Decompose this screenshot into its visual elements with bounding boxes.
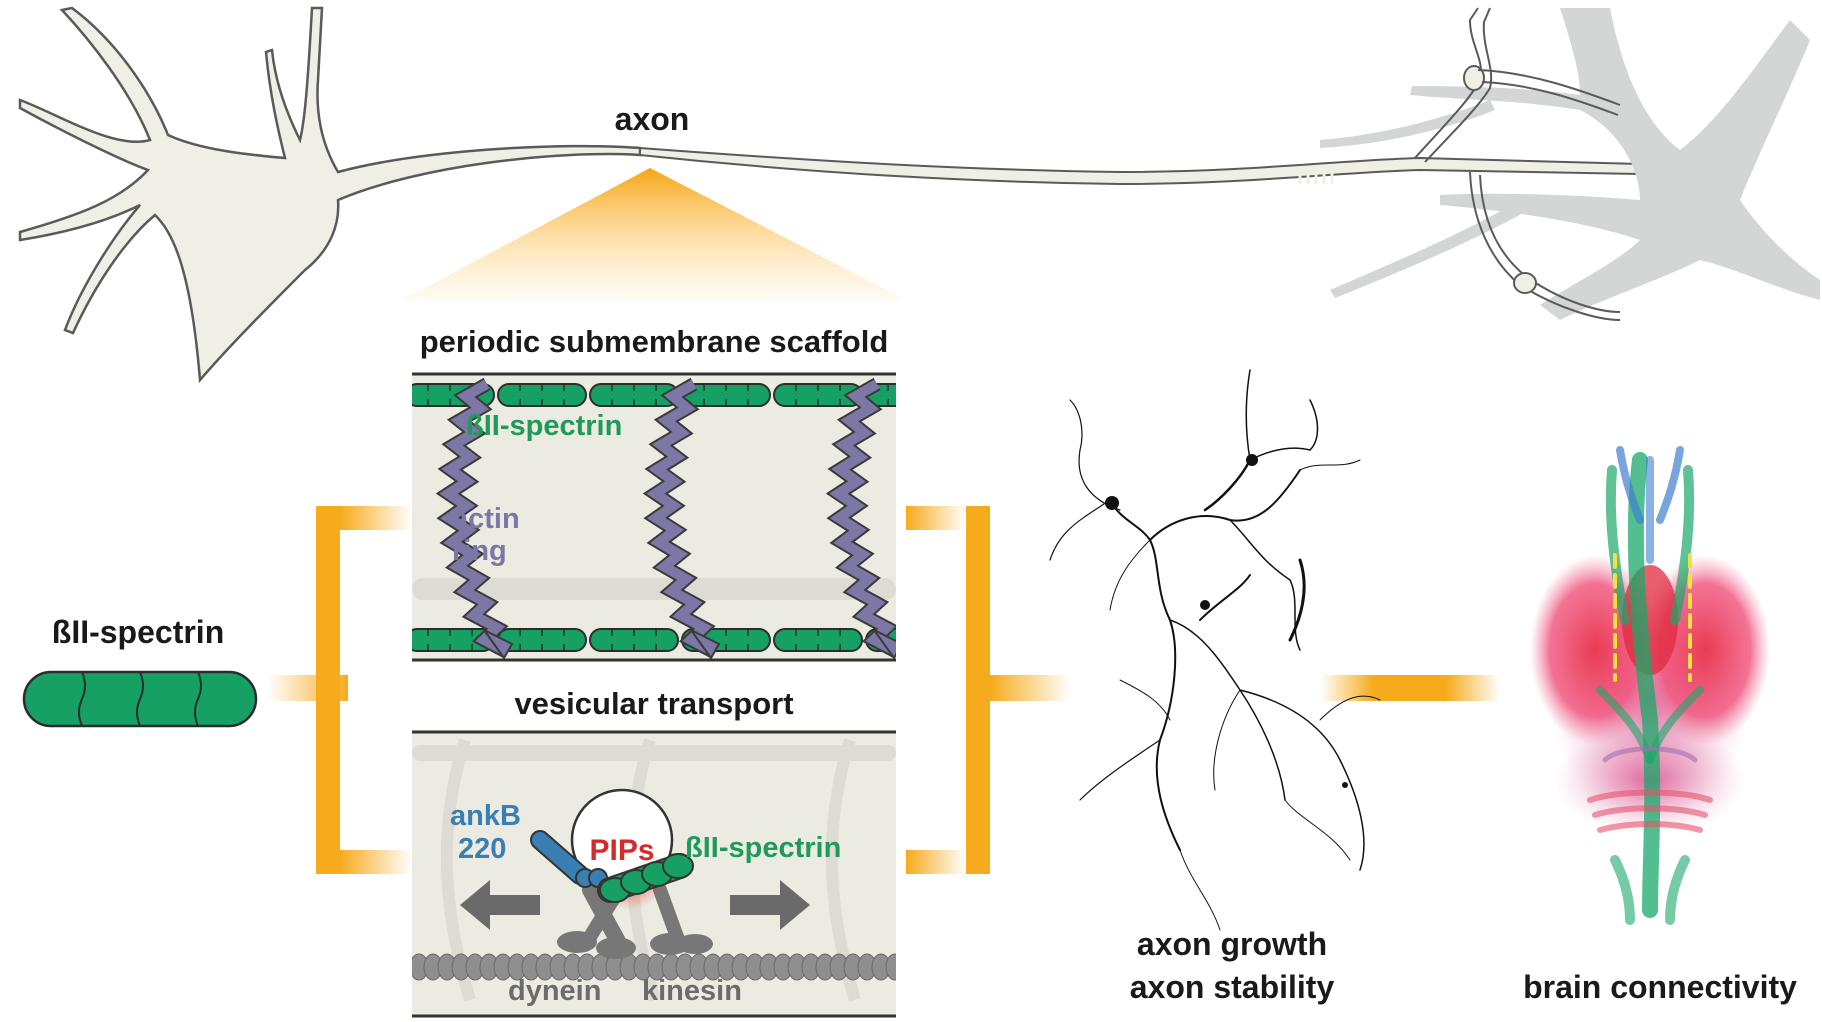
axon-shaft — [639, 146, 1665, 186]
label-actin-line2: ring — [452, 535, 507, 567]
target-neuron-body — [1410, 8, 1820, 320]
axon-growth-image — [1049, 369, 1381, 931]
arrow-left-icon — [460, 880, 540, 930]
connector-left — [268, 506, 412, 874]
axon-growth-cellbodies — [1105, 454, 1348, 788]
actin-filament — [829, 379, 896, 657]
microtubule — [412, 953, 896, 981]
label-actin-line1: actin — [452, 503, 520, 535]
brain-connectivity-image — [1530, 446, 1770, 925]
spectrin-molecule-icon — [22, 670, 258, 728]
axon-gap-marks — [1298, 170, 1334, 184]
spectrin-link — [865, 383, 896, 407]
label-scaffold-title: periodic submembrane scaffold — [420, 324, 889, 359]
label-axon: axon — [615, 101, 690, 137]
scaffold-panel — [412, 372, 896, 662]
label-brain-connectivity: brain connectivity — [1523, 969, 1797, 1005]
label-ankb-line1: ankB — [450, 800, 521, 832]
actin-rings — [435, 377, 896, 660]
spectrin-link — [497, 628, 587, 652]
label-ankb-line2: 220 — [458, 833, 506, 865]
actin-filament — [439, 379, 510, 657]
label-dynein: dynein — [508, 975, 601, 1007]
label-spectrin-top: ßII-spectrin — [466, 410, 622, 442]
transport-panel — [412, 730, 896, 1018]
connector-middle — [906, 506, 1070, 874]
spectrin-molecule-segments — [22, 670, 258, 728]
axon-branches — [1414, 7, 1621, 321]
spectrin-link — [773, 628, 863, 652]
spectrin-link — [773, 383, 863, 407]
labels: axon periodic submembrane scaffold ßII-s… — [52, 101, 1797, 1007]
spectrin-link — [497, 383, 587, 407]
label-axon-stability: axon stability — [1130, 969, 1335, 1005]
label-axon-growth: axon growth — [1137, 926, 1327, 962]
target-neuron — [1320, 8, 1820, 320]
spectrin-link — [589, 628, 679, 652]
label-pips: PIPs — [589, 834, 654, 867]
label-spectrin-bottom: ßII-spectrin — [685, 832, 841, 864]
label-spectrin-left: ßII-spectrin — [52, 614, 224, 650]
neuron-cell-body — [18, 6, 642, 384]
kinesin-motor — [650, 883, 713, 955]
zoom-cone — [402, 168, 906, 300]
label-kinesin: kinesin — [642, 975, 742, 1007]
spectrin-on-vesicle — [597, 853, 694, 903]
actin-filament — [646, 379, 717, 657]
label-transport-title: vesicular transport — [514, 686, 793, 721]
arrow-right-icon — [730, 880, 810, 930]
connector-right — [1320, 675, 1500, 701]
